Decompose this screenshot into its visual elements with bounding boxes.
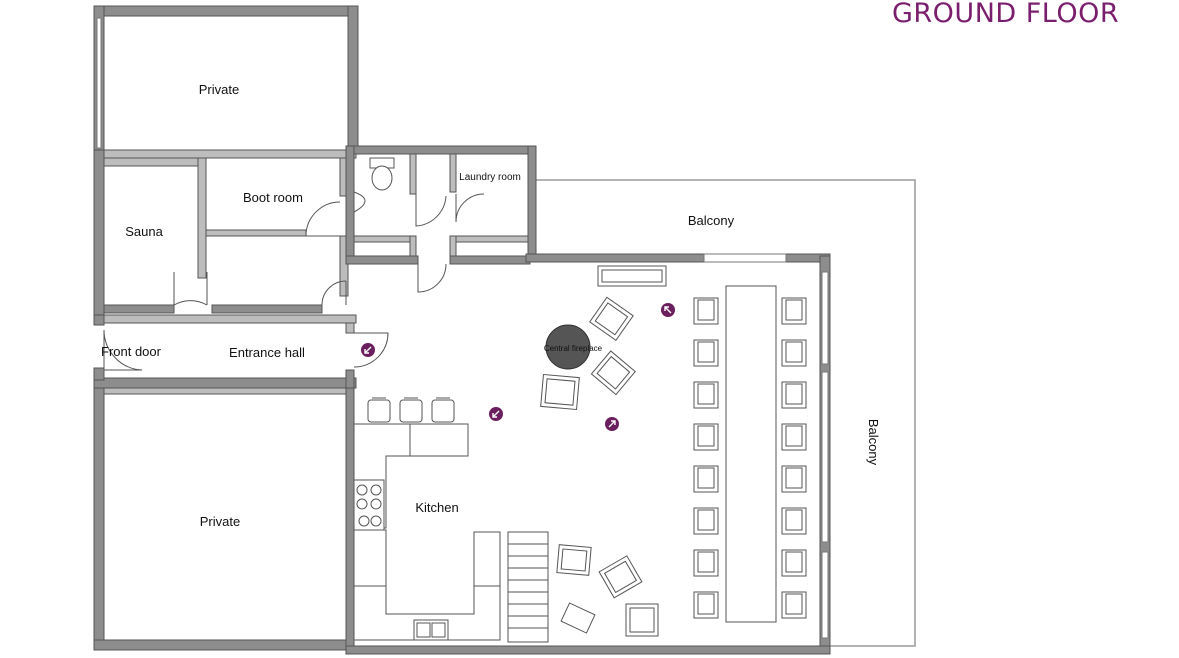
sink-icon <box>413 619 449 641</box>
room-label-private-top: Private <box>199 82 239 97</box>
floor-title: GROUND FLOOR <box>892 0 1120 29</box>
dining-chair-seat <box>697 467 715 489</box>
staircase <box>507 531 549 643</box>
dining-chair-seat <box>697 551 715 573</box>
dining-chair-seat <box>785 593 803 615</box>
dining-chair-seat <box>785 425 803 447</box>
room-label-laundry: Laundry room <box>459 172 521 183</box>
room-label-balcony-right: Balcony <box>866 419 881 466</box>
door-swings <box>103 193 485 371</box>
tv-unit <box>597 265 667 287</box>
camera-viewpoint-icon <box>605 417 619 431</box>
room-label-kitchen: Kitchen <box>415 500 458 515</box>
dining-chair-seat <box>697 509 715 531</box>
dining-chair-seat <box>785 341 803 363</box>
wc-fixtures <box>353 157 395 213</box>
walls <box>93 5 831 655</box>
armchairs <box>540 296 659 637</box>
dining-chair-seat <box>785 551 803 573</box>
dining-chair-seat <box>697 383 715 405</box>
dining-table <box>725 285 777 623</box>
dining-chair-seat <box>785 467 803 489</box>
balcony-outline <box>535 179 916 647</box>
camera-markers <box>361 303 675 431</box>
dining-chairs <box>693 297 807 619</box>
dining-chair-seat <box>697 593 715 615</box>
dining-chair-seat <box>697 299 715 321</box>
dining-chair-seat <box>785 383 803 405</box>
kitchen-units <box>353 423 501 641</box>
camera-viewpoint-icon <box>661 303 675 317</box>
dining-chair-seat <box>697 425 715 447</box>
dining-chair-seat <box>697 341 715 363</box>
dining-chair-seat <box>785 299 803 321</box>
hob-icon <box>356 484 382 527</box>
camera-viewpoint-icon <box>489 407 503 421</box>
bar-stools <box>367 397 455 423</box>
label-central-fireplace: Central fireplace <box>544 344 603 353</box>
windows <box>96 17 829 639</box>
room-label-balcony-top: Balcony <box>688 213 735 228</box>
room-label-sauna: Sauna <box>125 224 163 239</box>
room-label-front-door: Front door <box>101 344 162 359</box>
dining-chair-seat <box>785 509 803 531</box>
room-label-private-bottom: Private <box>200 514 240 529</box>
central-fireplace-icon <box>545 324 591 370</box>
room-label-entrance-hall: Entrance hall <box>229 345 305 360</box>
camera-viewpoint-icon <box>361 343 375 357</box>
room-label-boot-room: Boot room <box>243 190 303 205</box>
